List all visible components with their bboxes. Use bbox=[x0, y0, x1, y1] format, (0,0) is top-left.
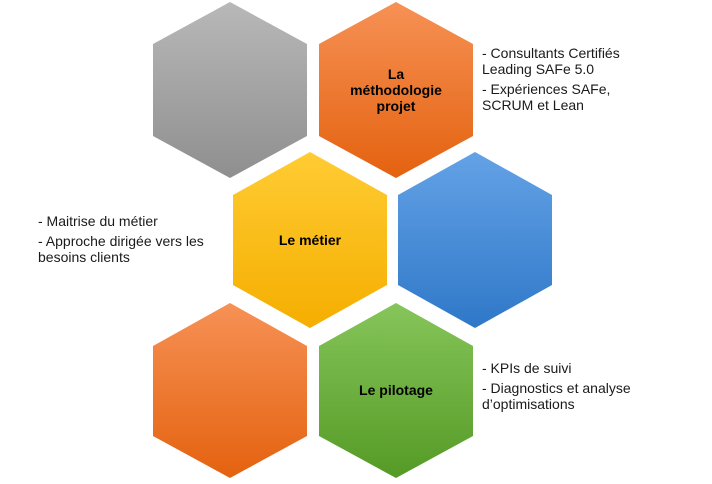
hexagon-methodologie bbox=[319, 2, 473, 178]
note-item: - KPIs de suivi bbox=[482, 360, 572, 376]
metier-notes: - Maitrise du métier - Approche dirigée … bbox=[38, 213, 228, 269]
hexagon-pilotage-label: Le pilotage bbox=[359, 382, 433, 398]
pilotage-notes: - KPIs de suivi - Diagnostics et analyse… bbox=[482, 360, 662, 416]
hexagon-gray bbox=[153, 2, 307, 178]
hexagon-metier bbox=[233, 152, 387, 328]
note-item: - Maitrise du métier bbox=[38, 213, 158, 229]
hexagon-pilotage bbox=[319, 303, 473, 478]
hexagon-metier-label: Le métier bbox=[278, 232, 342, 248]
hexagon-orange-bottom bbox=[153, 303, 307, 478]
hexagon-blue bbox=[398, 152, 552, 328]
methodologie-notes: - Consultants Certifiés Leading SAFe 5.0… bbox=[482, 45, 632, 117]
hexagon-methodologie-label: La méthodologie projet bbox=[350, 66, 442, 114]
note-item: - Expériences SAFe, SCRUM et Lean bbox=[482, 81, 611, 113]
note-item: - Diagnostics et analyse d’optimisations bbox=[482, 380, 631, 412]
note-item: - Consultants Certifiés Leading SAFe 5.0 bbox=[482, 45, 620, 77]
note-item: - Approche dirigée vers les besoins clie… bbox=[38, 233, 204, 265]
